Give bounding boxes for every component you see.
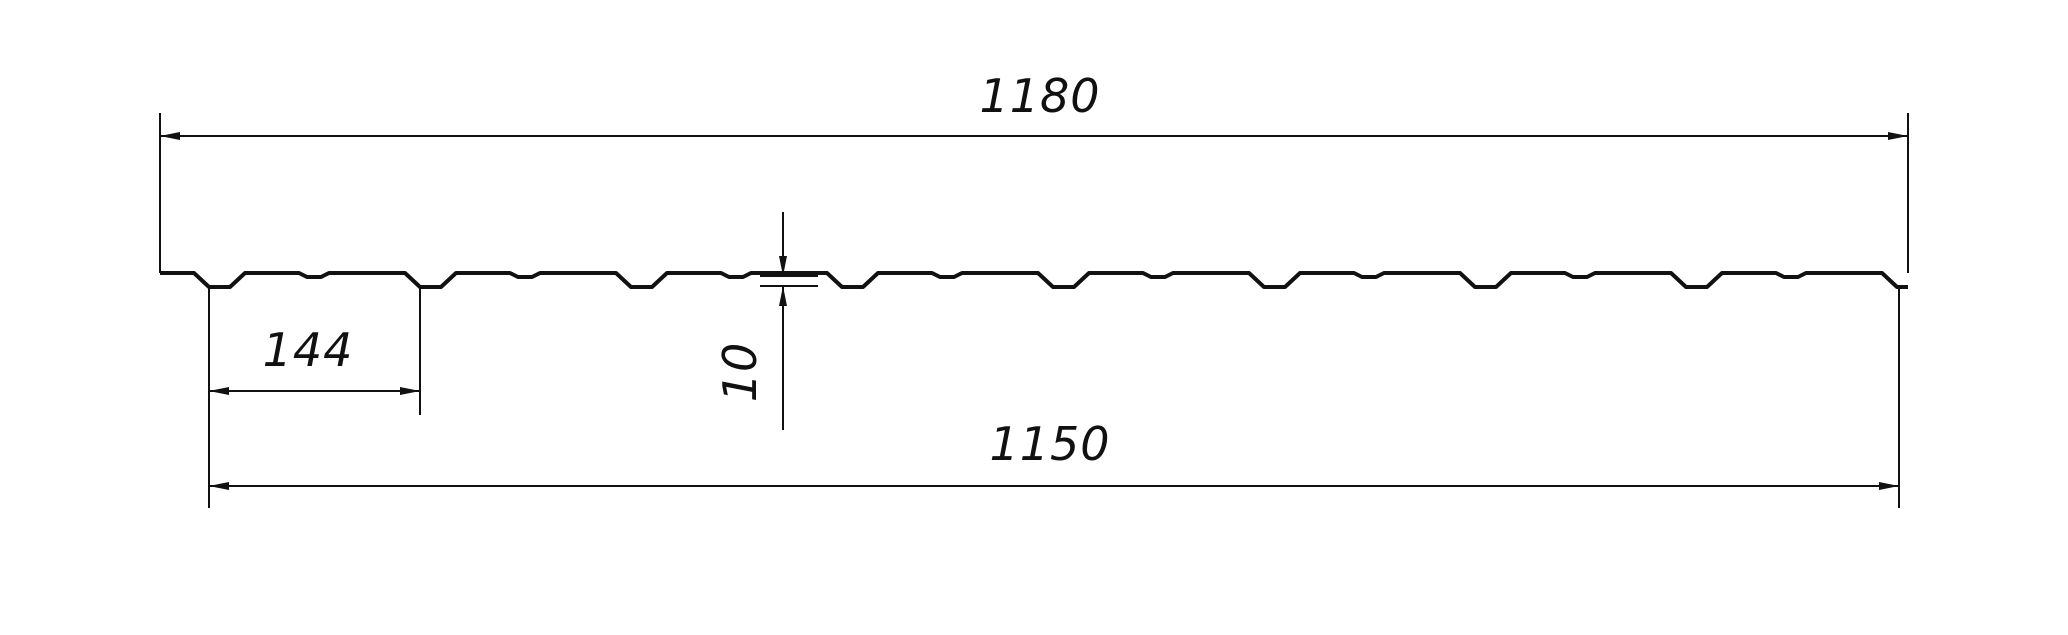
useful-width-label: 1150 [989,417,1110,471]
rib-pitch-label: 144 [263,323,354,377]
profile-height-dimension: 10 [713,212,818,430]
rib-pitch-dimension: 144 [209,288,421,415]
sheet-profile-outline [160,271,1908,289]
profile-height-label: 10 [713,342,767,403]
overall-width-label: 1180 [979,69,1100,123]
overall-width-dimension: 1180 [159,69,1909,273]
useful-width-dimension: 1150 [208,288,1900,508]
